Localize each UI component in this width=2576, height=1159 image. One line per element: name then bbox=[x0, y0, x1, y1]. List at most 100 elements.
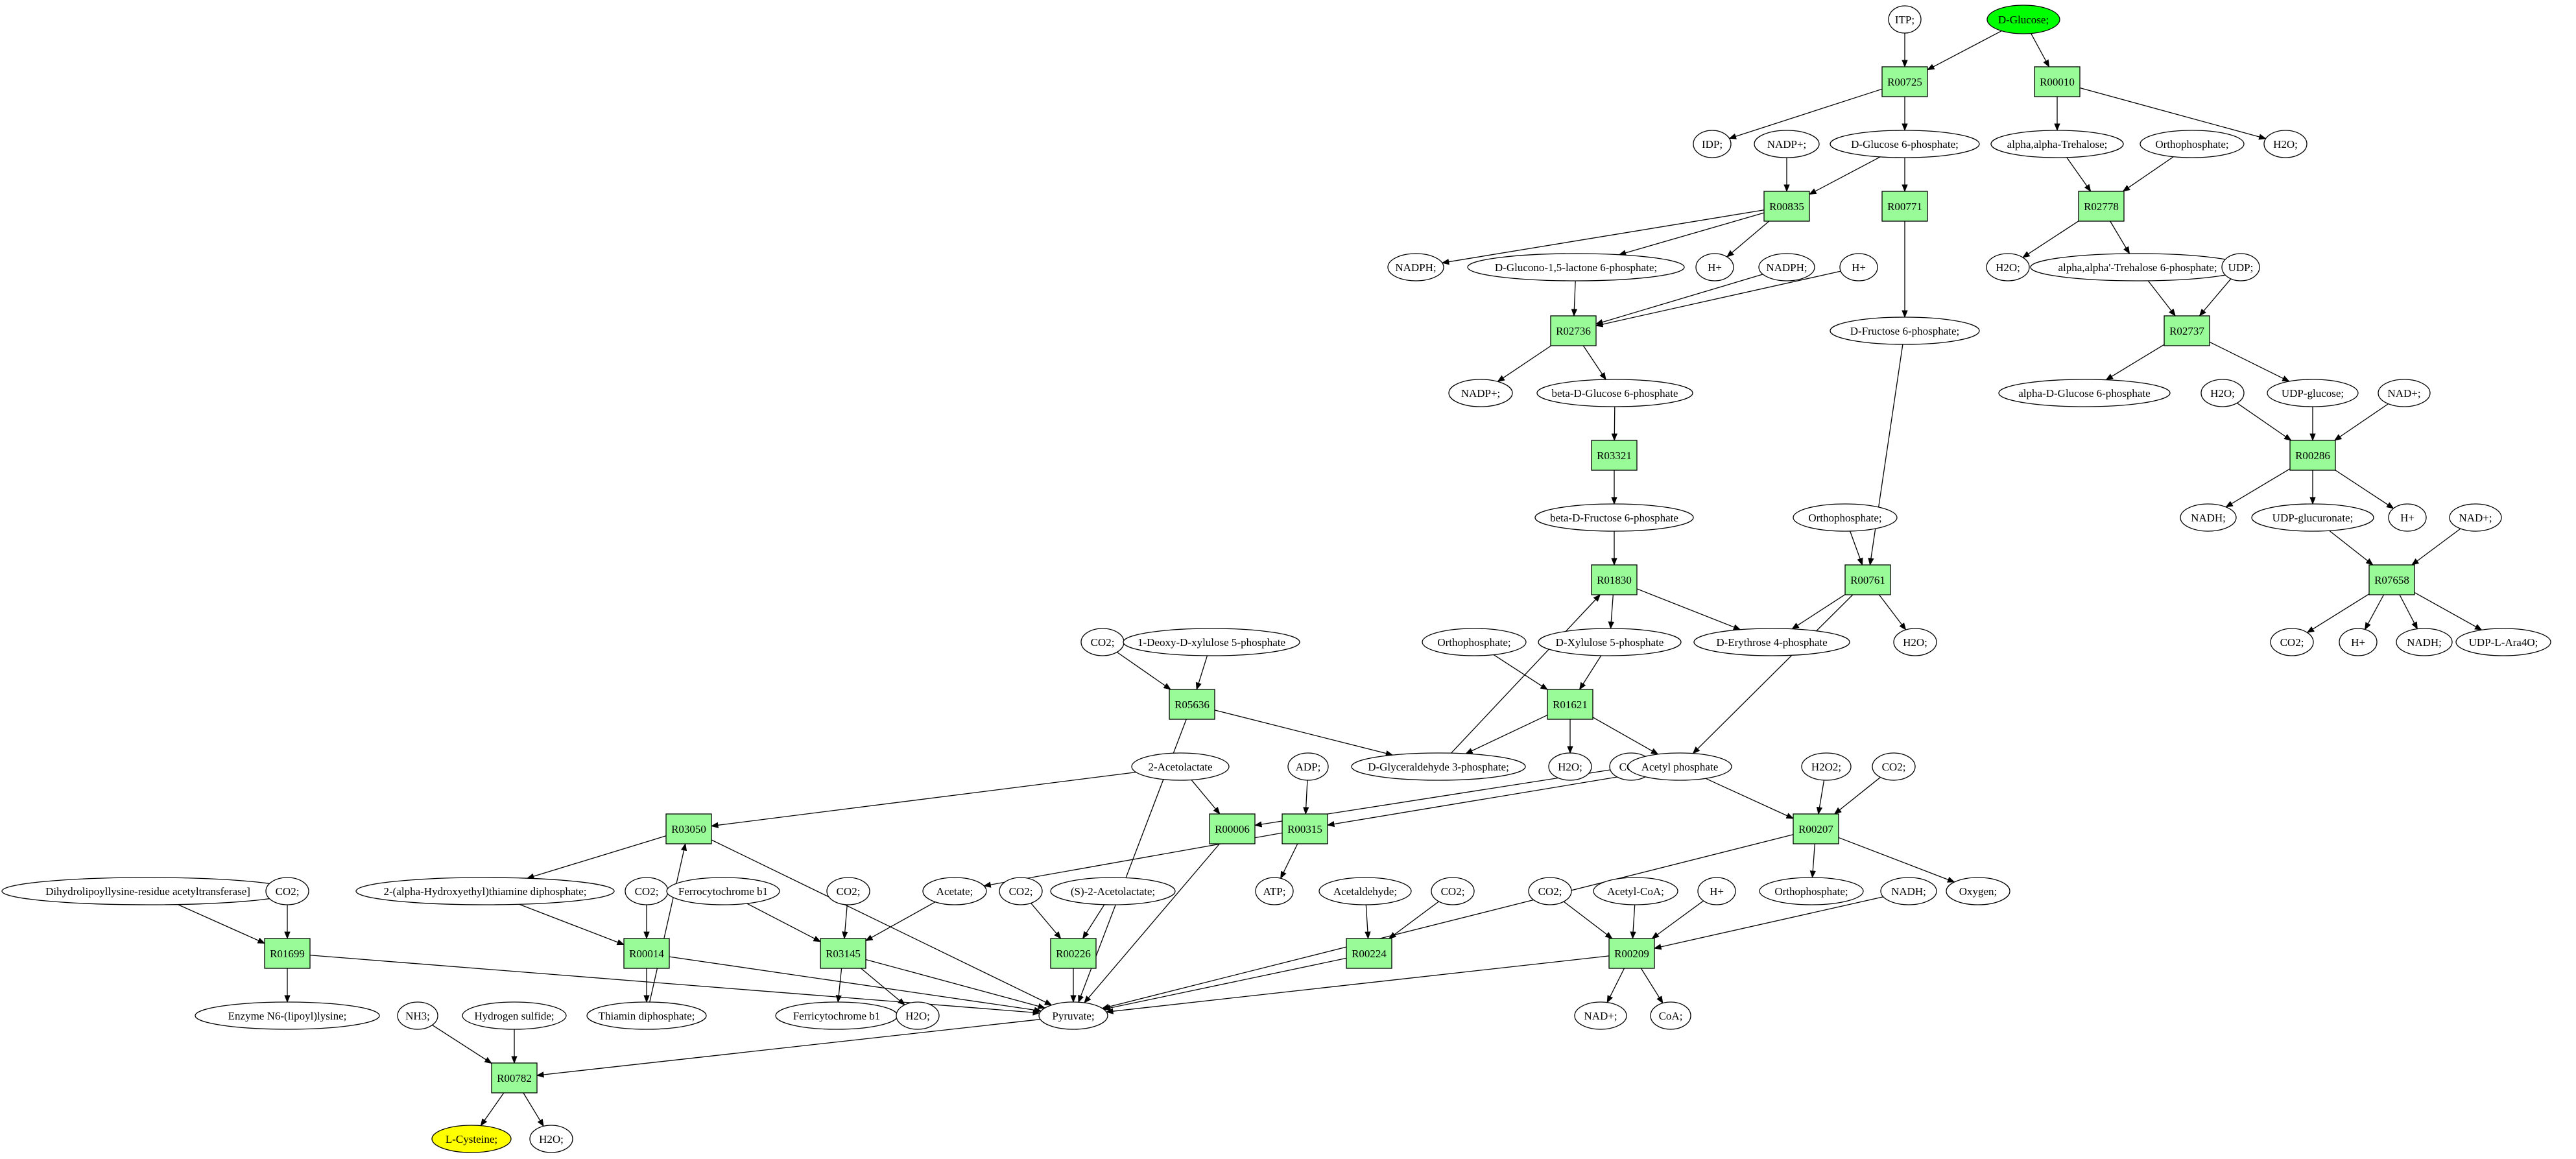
compound-node-acetate: Acetate; bbox=[922, 877, 987, 905]
node-label: Acetyl-CoA; bbox=[1607, 885, 1664, 898]
edge-r01621-to-gap bbox=[1465, 714, 1548, 754]
compound-node-itp: ITP; bbox=[1888, 5, 1922, 34]
node-label: CO2; bbox=[1009, 885, 1033, 898]
node-label: Enzyme N6-(lipoyl)lysine; bbox=[228, 1010, 347, 1022]
compound-node-gap: D-Glyceraldehyde 3-phosphate; bbox=[1351, 752, 1526, 781]
node-label: NADH; bbox=[2407, 636, 2442, 649]
edge-r00209-to-coa bbox=[1640, 968, 1664, 1004]
node-label: H+ bbox=[2400, 512, 2415, 524]
compound-node-nadp1: NAD+; bbox=[2378, 379, 2431, 407]
compound-node-hp3: H+ bbox=[2388, 503, 2427, 532]
compound-node-co2-b: CO2; bbox=[2270, 628, 2314, 656]
compound-ellipse bbox=[1123, 628, 1300, 656]
edge-r00761-to-e4p bbox=[1791, 594, 1846, 630]
edge-r00315-to-atp bbox=[1280, 843, 1298, 879]
node-label: R07658 bbox=[2374, 574, 2409, 586]
compound-node-co2-i: CO2; bbox=[1431, 877, 1475, 905]
compound-node-nadph2: NADPH; bbox=[1758, 253, 1815, 281]
compound-node-nh3: NH3; bbox=[397, 1001, 438, 1030]
node-label: D-Glucono-1,5-lactone 6-phosphate; bbox=[1495, 261, 1657, 274]
edge-fcb1-to-r03145 bbox=[746, 903, 822, 942]
reaction-box bbox=[2164, 315, 2210, 346]
compound-ellipse bbox=[1693, 628, 1850, 656]
compound-node-hp1: H+ bbox=[1695, 253, 1734, 281]
compound-node-co2-a: CO2; bbox=[1080, 628, 1125, 656]
compound-node-ortho4: Orthophosphate; bbox=[1759, 877, 1864, 905]
node-label: D-Erythrose 4-phosphate bbox=[1716, 636, 1827, 649]
node-label: ITP; bbox=[1895, 14, 1914, 26]
edge-nadh3-to-r00209 bbox=[1653, 896, 1884, 950]
edge-r00835-to-nadph1 bbox=[1441, 209, 1765, 265]
node-label: R00209 bbox=[1614, 948, 1649, 960]
compound-node-nadh2: NADH; bbox=[2396, 628, 2453, 656]
compound-node-ortho2: Orthophosphate; bbox=[1793, 503, 1898, 532]
compound-node-nadh1: NADH; bbox=[2180, 503, 2237, 532]
reaction-box bbox=[264, 938, 311, 969]
reaction-box bbox=[1844, 564, 1891, 595]
compound-ellipse bbox=[896, 1001, 940, 1030]
compound-node-hetpp: 2-(alpha-Hydroxyethyl)thiamine diphospha… bbox=[355, 877, 615, 905]
reaction-node-r00209: R00209 bbox=[1608, 938, 1655, 969]
edge-r01621-to-acp bbox=[1592, 717, 1659, 755]
node-label: R02778 bbox=[2084, 200, 2119, 213]
reaction-box bbox=[2034, 66, 2081, 97]
node-label: alpha,alpha'-Trehalose 6-phosphate; bbox=[2058, 261, 2217, 274]
compound-node-h2o-c: H2O; bbox=[2200, 379, 2245, 407]
compound-node-nadh3: NADH; bbox=[1880, 877, 1937, 905]
node-label: Oxygen; bbox=[1959, 885, 1998, 898]
node-label: D-Glucose; bbox=[1998, 14, 2049, 26]
node-label: R00224 bbox=[1352, 948, 1387, 960]
edge-bg6p-to-r03321 bbox=[1611, 406, 1618, 442]
compound-ellipse bbox=[431, 1125, 512, 1153]
node-label: H2O; bbox=[1558, 761, 1582, 773]
reaction-node-r05636: R05636 bbox=[1169, 689, 1215, 720]
edge-r00207-to-pyruvate bbox=[1101, 834, 1794, 1010]
edge-r07658-to-co2-b bbox=[2306, 593, 2370, 633]
compound-node-nadp2: NAD+; bbox=[2449, 503, 2502, 532]
node-label: beta-D-Glucose 6-phosphate bbox=[1552, 387, 1678, 400]
compound-ellipse bbox=[1050, 877, 1176, 905]
compound-ellipse bbox=[265, 877, 309, 905]
compound-ellipse bbox=[462, 1001, 567, 1030]
reaction-box bbox=[2289, 440, 2336, 471]
reaction-node-r00010: R00010 bbox=[2034, 66, 2081, 97]
edge-udp-to-r02737 bbox=[2199, 278, 2232, 317]
edge-r00286-to-nadh1 bbox=[2225, 468, 2291, 508]
compound-node-lcys: L-Cysteine; bbox=[431, 1125, 512, 1153]
compound-node-nadpp2: NADP+; bbox=[1448, 379, 1513, 407]
compound-node-bf6p: beta-D-Fructose 6-phosphate bbox=[1534, 503, 1694, 532]
edge-nadph2-to-r02736 bbox=[1595, 274, 1763, 326]
compound-node-nadph1: NADPH; bbox=[1387, 253, 1444, 281]
node-label: NADH; bbox=[2191, 512, 2226, 524]
reaction-node-r02736: R02736 bbox=[1550, 315, 1597, 346]
node-label: R01699 bbox=[270, 948, 305, 960]
compound-ellipse bbox=[826, 877, 870, 905]
node-label: D-Glyceraldehyde 3-phosphate; bbox=[1368, 761, 1509, 773]
reaction-node-r07658: R07658 bbox=[2368, 564, 2415, 595]
edge-r00782-to-lcys bbox=[480, 1092, 505, 1127]
node-label: Orthophosphate; bbox=[1437, 636, 1510, 649]
compound-ellipse bbox=[2378, 379, 2431, 407]
edge-r02778-to-treh6p bbox=[2110, 221, 2130, 255]
compound-node-h2o2: H2O2; bbox=[1801, 752, 1852, 781]
node-label: R00207 bbox=[1798, 823, 1833, 835]
node-label: (S)-2-Acetolactate; bbox=[1071, 885, 1155, 898]
node-label: Acetate; bbox=[936, 885, 973, 898]
node-label: NAD+; bbox=[1584, 1010, 1617, 1022]
edge-h2o2-to-r00207 bbox=[1816, 780, 1825, 815]
node-label: UDP-glucuronate; bbox=[2272, 512, 2354, 524]
compound-node-fcb1ox: Ferricytochrome b1 bbox=[775, 1001, 898, 1030]
node-label: H+ bbox=[2351, 636, 2365, 649]
node-label: CO2; bbox=[1882, 761, 1906, 773]
reaction-node-r00782: R00782 bbox=[491, 1062, 538, 1093]
compound-node-x5p: D-Xylulose 5-phosphate bbox=[1538, 628, 1682, 656]
compound-ellipse bbox=[2200, 379, 2245, 407]
edge-r00006-to-pyruvate bbox=[1084, 843, 1220, 1003]
edge-accoa-to-r00209 bbox=[1630, 904, 1636, 940]
node-label: R00315 bbox=[1287, 823, 1322, 835]
reaction-node-r00315: R00315 bbox=[1282, 813, 1328, 844]
edge-ortho1-to-r02778 bbox=[2122, 156, 2174, 192]
node-label: H2O; bbox=[539, 1133, 564, 1145]
reaction-node-r00014: R00014 bbox=[623, 938, 670, 969]
compound-ellipse bbox=[1422, 628, 1527, 656]
